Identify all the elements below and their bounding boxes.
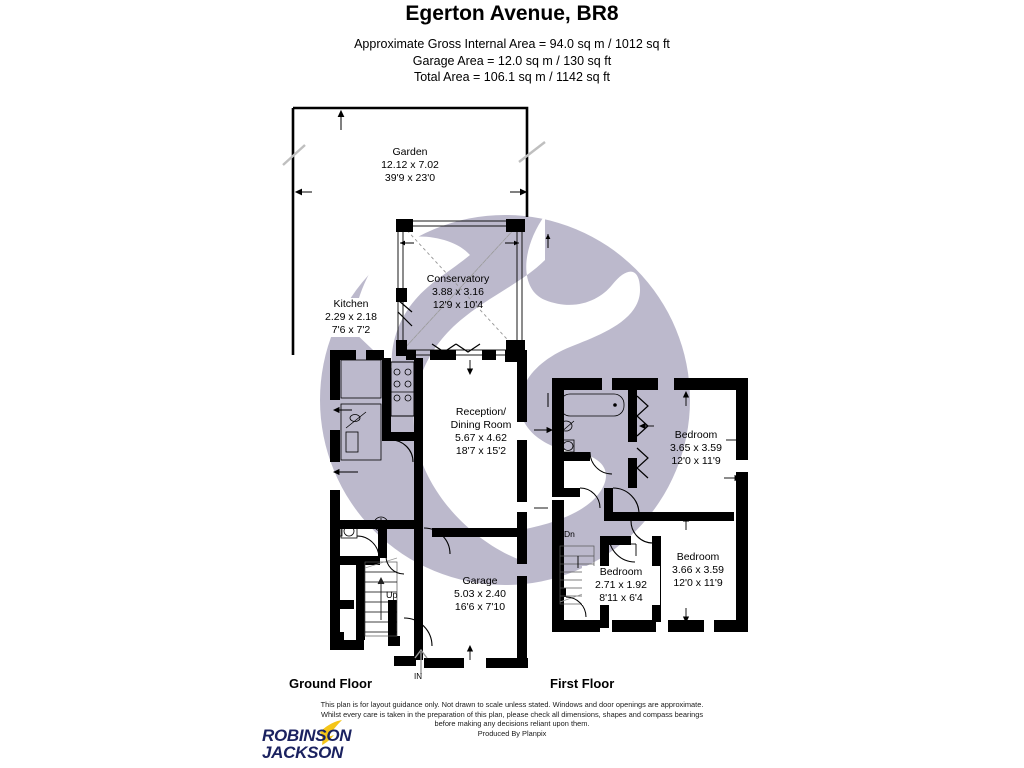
reception-imperial: 18'7 x 15'2 bbox=[455, 445, 507, 457]
area-summary: Approximate Gross Internal Area = 94.0 s… bbox=[0, 36, 1024, 86]
disclaimer: This plan is for layout guidance only. N… bbox=[312, 700, 712, 738]
disclaimer-text: This plan is for layout guidance only. N… bbox=[320, 700, 704, 729]
conservatory-name: Conservatory bbox=[426, 273, 490, 285]
stairs-up-arrow-icon bbox=[377, 576, 385, 620]
area-line-total: Total Area = 106.1 sq m / 1142 sq ft bbox=[413, 70, 611, 84]
room-label-conservatory: Conservatory 3.88 x 3.16 12'9 x 10'4 bbox=[408, 273, 508, 312]
producer-text: Produced By Planpix bbox=[477, 728, 547, 738]
ground-floor-label: Ground Floor bbox=[289, 676, 373, 691]
bedroom3-name: Bedroom bbox=[599, 566, 643, 578]
bedroom3-metric: 2.71 x 1.92 bbox=[595, 579, 647, 591]
logo-line-2: JACKSON bbox=[262, 743, 344, 762]
bedroom3-imperial: 8'11 x 6'4 bbox=[599, 592, 643, 604]
first-floor-doors bbox=[565, 395, 654, 618]
room-label-garden: Garden 12.12 x 7.02 39'9 x 23'0 bbox=[360, 146, 460, 185]
entrance-label: IN bbox=[414, 672, 422, 681]
stairs-down-label: Dn bbox=[564, 529, 575, 539]
kitchen-imperial: 7'6 x 7'2 bbox=[331, 324, 371, 336]
reception-name: Reception/ bbox=[455, 406, 507, 418]
room-label-reception: Reception/ Dining Room 5.67 x 4.62 18'7 … bbox=[426, 406, 536, 458]
room-label-kitchen: Kitchen 2.29 x 2.18 7'6 x 7'2 bbox=[315, 298, 387, 337]
room-label-bedroom3: Bedroom 2.71 x 1.92 8'11 x 6'4 bbox=[582, 566, 660, 605]
room-label-garage: Garage 5.03 x 2.40 16'6 x 7'10 bbox=[435, 575, 525, 614]
garage-metric: 5.03 x 2.40 bbox=[454, 588, 506, 600]
garden-metric: 12.12 x 7.02 bbox=[381, 159, 439, 171]
garden-outline bbox=[282, 106, 546, 355]
logo-line-1: ROBINSON bbox=[262, 726, 352, 745]
area-line-garage: Garage Area = 12.0 sq m / 130 sq ft bbox=[412, 53, 612, 68]
watermark-logo bbox=[300, 180, 720, 620]
bedroom1-metric: 3.65 x 3.59 bbox=[670, 442, 722, 454]
reception-metric: 5.67 x 4.62 bbox=[455, 432, 507, 444]
stairs-up-label: Up bbox=[386, 590, 398, 600]
area-line-gross: Approximate Gross Internal Area = 94.0 s… bbox=[354, 37, 670, 51]
bedroom2-metric: 3.66 x 3.59 bbox=[672, 564, 724, 576]
bedroom2-imperial: 12'0 x 11'9 bbox=[673, 577, 723, 589]
garden-imperial: 39'9 x 23'0 bbox=[384, 172, 436, 184]
ground-floor-walls bbox=[330, 350, 528, 668]
room-label-bedroom2: Bedroom 3.66 x 3.59 12'0 x 11'9 bbox=[652, 551, 744, 590]
garage-name: Garage bbox=[462, 575, 498, 587]
conservatory-imperial: 12'9 x 10'4 bbox=[432, 299, 484, 311]
bedroom1-name: Bedroom bbox=[674, 429, 718, 441]
kitchen-name: Kitchen bbox=[333, 298, 369, 310]
ground-floor-dimensions bbox=[332, 360, 554, 660]
bedroom1-imperial: 12'0 x 11'9 bbox=[671, 455, 721, 467]
reception-name2: Dining Room bbox=[450, 419, 512, 431]
room-label-bedroom1: Bedroom 3.65 x 3.59 12'0 x 11'9 bbox=[650, 429, 742, 468]
bedroom2-name: Bedroom bbox=[676, 551, 720, 563]
page-title: Egerton Avenue, BR8 bbox=[405, 2, 619, 25]
entrance-arrow-icon bbox=[414, 648, 428, 674]
garden-name: Garden bbox=[392, 146, 428, 158]
ground-floor-doors bbox=[356, 299, 481, 647]
first-floor-label: First Floor bbox=[550, 676, 615, 691]
conservatory-metric: 3.88 x 3.16 bbox=[432, 286, 484, 298]
robinson-jackson-logo: ROBINSON JACKSON bbox=[262, 718, 352, 764]
first-floor-dimensions bbox=[577, 390, 744, 624]
kitchen-metric: 2.29 x 2.18 bbox=[325, 311, 377, 323]
garage-imperial: 16'6 x 7'10 bbox=[454, 601, 506, 613]
logo-swoosh-icon bbox=[320, 720, 342, 745]
ground-floor-fixtures bbox=[335, 359, 415, 637]
